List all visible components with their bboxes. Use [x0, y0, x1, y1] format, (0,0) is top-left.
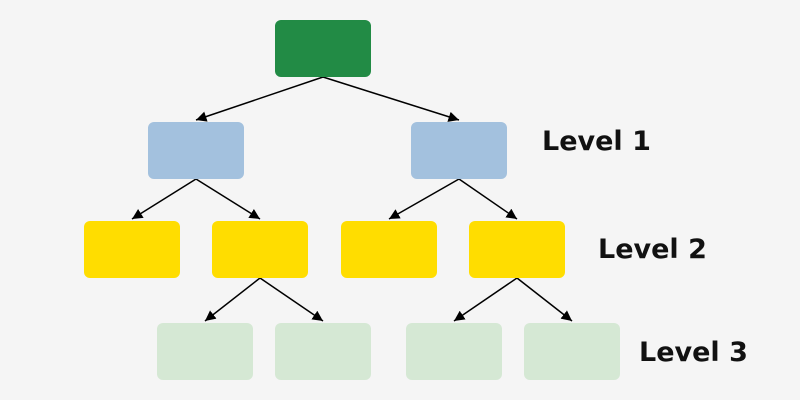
level2-label: Level 2 — [598, 234, 707, 265]
level3-node-3 — [406, 323, 502, 380]
level2-node-1 — [84, 221, 180, 278]
level3-node-1 — [157, 323, 253, 380]
edge-root-to-l1-b — [322, 76, 460, 122]
edge-l2-b-to-l3-a — [204, 277, 261, 322]
edge-l2-b-to-l3-b — [259, 277, 324, 322]
level3-node-4 — [524, 323, 620, 380]
root-node — [275, 20, 371, 77]
edge-l2-d-to-l3-c — [453, 277, 518, 322]
level2-node-4 — [469, 221, 565, 278]
level2-node-3 — [341, 221, 437, 278]
level3-label: Level 3 — [639, 337, 748, 368]
edge-root-to-l1-a — [195, 76, 324, 122]
level2-node-2 — [212, 221, 308, 278]
edge-l1-a-to-l2-a — [131, 178, 197, 220]
level3-node-2 — [275, 323, 371, 380]
edge-l1-a-to-l2-b — [195, 178, 261, 220]
edge-l1-b-to-l2-c — [388, 178, 460, 220]
level1-node-left — [148, 122, 244, 179]
level1-node-right — [411, 122, 507, 179]
level1-label: Level 1 — [542, 126, 651, 157]
edge-l2-d-to-l3-d — [516, 277, 573, 322]
edge-l1-b-to-l2-d — [458, 178, 518, 220]
